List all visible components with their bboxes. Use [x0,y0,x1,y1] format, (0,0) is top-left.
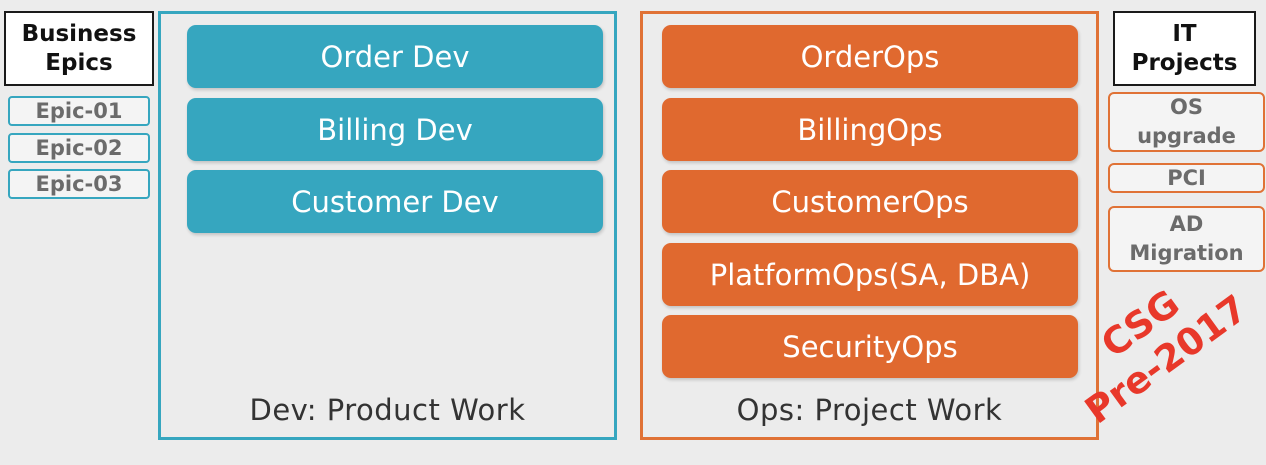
ops-bar-order: OrderOps [662,25,1078,88]
ops-panel-label: Ops: Project Work [736,393,1003,427]
ops-bar-customer: CustomerOps [662,170,1078,233]
it-project-item: PCI [1108,163,1265,193]
ops-bar-platform: PlatformOps(SA, DBA) [662,243,1078,306]
dev-bar-customer: Customer Dev [187,170,603,233]
epic-item: Epic-02 [8,133,150,163]
ops-bar-billing: BillingOps [662,98,1078,161]
ops-bar-security: SecurityOps [662,315,1078,378]
dev-bar-order: Order Dev [187,25,603,88]
dev-bar-billing: Billing Dev [187,98,603,161]
it-projects-header: IT Projects [1113,11,1256,86]
epic-item: Epic-03 [8,169,150,199]
it-project-item: OS upgrade [1108,92,1265,152]
epic-item: Epic-01 [8,96,150,126]
it-project-item: AD Migration [1108,206,1265,272]
dev-panel-label: Dev: Product Work [249,393,526,427]
business-epics-header: Business Epics [4,11,154,86]
